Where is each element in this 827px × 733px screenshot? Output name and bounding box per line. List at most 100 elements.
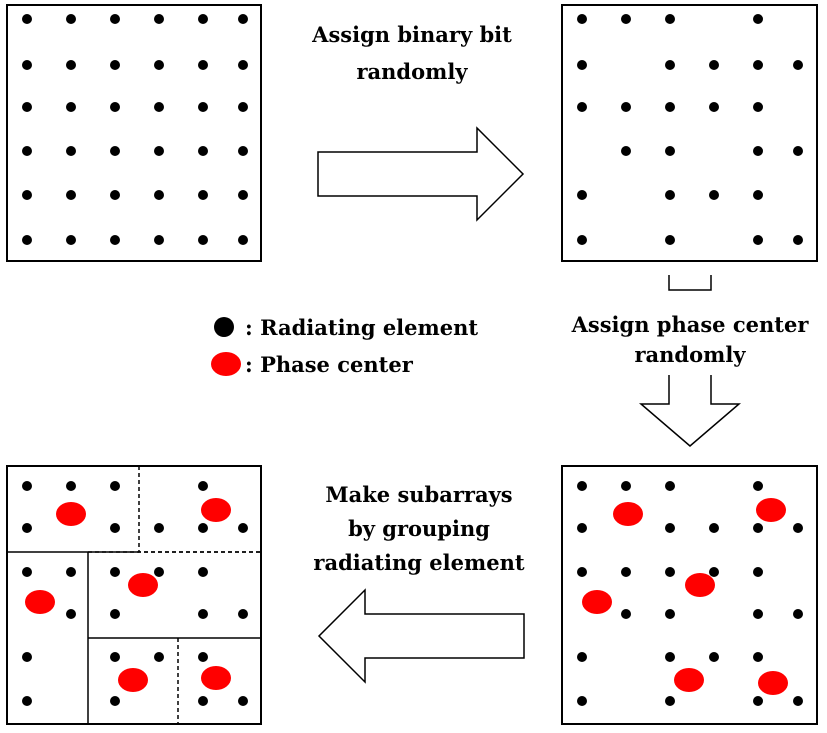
radiating-element: [709, 190, 719, 200]
radiating-element: [665, 146, 675, 156]
radiating-element: [665, 60, 675, 70]
radiating-element: [22, 523, 32, 533]
phase-center: [128, 573, 158, 597]
radiating-element: [753, 523, 763, 533]
radiating-element: [238, 235, 248, 245]
phase-center: [613, 502, 643, 526]
radiating-element: [621, 146, 631, 156]
radiating-element: [22, 102, 32, 112]
step1-label-line2: randomly: [356, 59, 468, 84]
radiating-element: [238, 60, 248, 70]
phase-center: [756, 498, 786, 522]
radiating-element: [66, 481, 76, 491]
radiating-element: [753, 696, 763, 706]
radiating-element: [665, 481, 675, 491]
radiating-element: [154, 652, 164, 662]
radiating-element: [753, 652, 763, 662]
radiating-element: [793, 146, 803, 156]
radiating-element: [753, 481, 763, 491]
phase-center: [56, 502, 86, 526]
radiating-element: [22, 235, 32, 245]
subarray-partitions: [7, 466, 261, 724]
phase-center: [582, 590, 612, 614]
step2-label-line1: Assign phase center: [571, 312, 810, 337]
radiating-element: [621, 102, 631, 112]
radiating-element: [154, 190, 164, 200]
radiating-element: [753, 235, 763, 245]
radiating-element: [154, 14, 164, 24]
radiating-element: [621, 14, 631, 24]
radiating-element: [198, 235, 208, 245]
panel-subarrays: [6, 465, 262, 725]
radiating-element: [110, 523, 120, 533]
radiating-element: [753, 567, 763, 577]
step3-label-line2: by grouping: [348, 516, 490, 541]
panel-thinned-array: [561, 4, 818, 262]
radiating-element: [753, 60, 763, 70]
radiating-element: [238, 190, 248, 200]
radiating-element: [793, 235, 803, 245]
radiating-element: [110, 102, 120, 112]
radiating-element: [154, 567, 164, 577]
radiating-element: [577, 523, 587, 533]
radiating-element: [709, 567, 719, 577]
radiating-element: [110, 696, 120, 706]
radiating-element: [577, 60, 587, 70]
radiating-element: [110, 481, 120, 491]
radiating-element: [22, 190, 32, 200]
legend-phase-label: : Phase center: [245, 352, 414, 377]
radiating-element: [665, 652, 675, 662]
phase-center: [201, 498, 231, 522]
radiating-element: [198, 14, 208, 24]
phase-center: [201, 666, 231, 690]
radiating-element: [238, 609, 248, 619]
radiating-element: [621, 609, 631, 619]
radiating-element: [577, 102, 587, 112]
radiating-element: [238, 102, 248, 112]
radiating-element: [22, 696, 32, 706]
radiating-element: [238, 523, 248, 533]
phase-center: [25, 590, 55, 614]
radiating-element: [66, 14, 76, 24]
radiating-elements-thinned: [577, 14, 803, 245]
radiating-element: [22, 652, 32, 662]
radiating-element: [198, 481, 208, 491]
radiating-element: [665, 567, 675, 577]
radiating-element: [66, 146, 76, 156]
radiating-element: [110, 235, 120, 245]
phase-centers-right: [582, 498, 788, 695]
phase-center: [758, 671, 788, 695]
radiating-element: [577, 481, 587, 491]
radiating-element: [753, 146, 763, 156]
radiating-element: [577, 696, 587, 706]
radiating-element: [66, 190, 76, 200]
radiating-element: [110, 609, 120, 619]
phase-center: [674, 668, 704, 692]
legend-element-label: : Radiating element: [245, 315, 478, 340]
radiating-element: [577, 235, 587, 245]
radiating-element: [577, 652, 587, 662]
radiating-element: [110, 14, 120, 24]
legend: : Radiating element : Phase center: [211, 315, 478, 377]
step3-label-line3: radiating element: [313, 550, 524, 575]
phase-center: [118, 668, 148, 692]
radiating-element: [66, 102, 76, 112]
radiating-element: [154, 523, 164, 533]
radiating-elements-subarray-panel: [22, 481, 248, 706]
radiating-element: [22, 60, 32, 70]
radiating-element: [110, 652, 120, 662]
radiating-element: [198, 190, 208, 200]
step3-label-line1: Make subarrays: [325, 482, 512, 507]
radiating-element: [665, 14, 675, 24]
radiating-element: [753, 14, 763, 24]
radiating-element: [793, 60, 803, 70]
radiating-element: [198, 523, 208, 533]
radiating-element: [22, 481, 32, 491]
radiating-element: [793, 523, 803, 533]
phase-centers-left: [25, 498, 231, 692]
radiating-elements-phase-panel: [577, 481, 803, 706]
radiating-element: [22, 567, 32, 577]
step2-label-line2: randomly: [634, 342, 746, 367]
radiating-element: [793, 609, 803, 619]
radiating-element: [665, 190, 675, 200]
